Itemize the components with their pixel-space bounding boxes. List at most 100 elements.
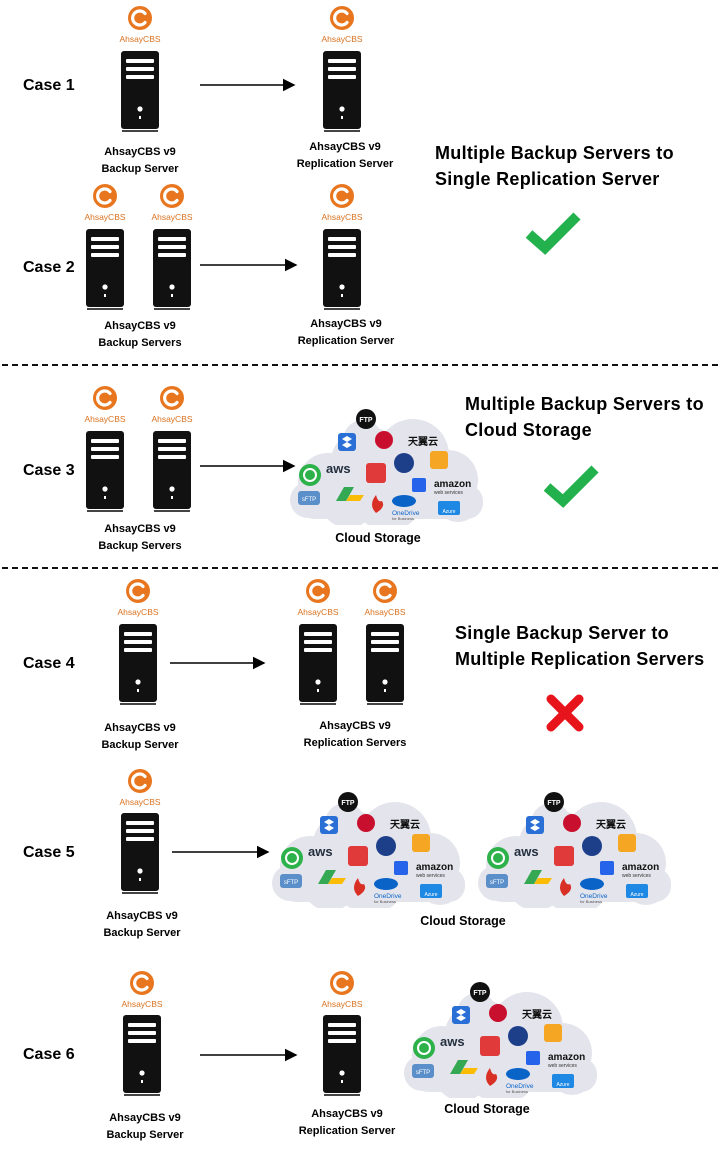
logo-text: AhsayCBS <box>84 414 126 424</box>
label-line: AhsayCBS v9 <box>109 1112 181 1124</box>
svg-text:amazon: amazon <box>622 862 659 873</box>
server-icon <box>152 228 192 310</box>
server-icon <box>322 1014 362 1096</box>
svg-text:Azure: Azure <box>630 892 643 898</box>
logo-text: AhsayCBS <box>119 34 161 44</box>
logo-text: AhsayCBS <box>117 607 159 617</box>
server-tower <box>153 229 191 310</box>
source-label: AhsayCBS v9 Backup Server <box>95 1110 195 1144</box>
server-icon <box>152 430 192 512</box>
server-tower <box>366 624 404 705</box>
svg-text:FTP: FTP <box>341 800 355 807</box>
server-tower <box>299 624 337 705</box>
ahsay-c-icon <box>306 579 330 603</box>
target-label: AhsayCBS v9 Replication Server <box>285 139 405 173</box>
ahsay-c-icon <box>160 386 184 410</box>
label-line: AhsayCBS v9 <box>104 722 176 734</box>
ahsaycbs-logo: AhsayCBS <box>320 5 364 47</box>
svg-text:OneDrive: OneDrive <box>374 893 402 900</box>
ahsaycbs-logo: AhsayCBS <box>116 578 160 620</box>
svg-text:amazon: amazon <box>548 1052 585 1063</box>
label-line: Backup Server <box>101 739 179 751</box>
heading-line: Multiple Backup Servers to <box>435 143 674 163</box>
ahsaycbs-logo: AhsayCBS <box>83 385 127 427</box>
svg-text:sFTP: sFTP <box>416 1070 430 1076</box>
logo-text: AhsayCBS <box>364 607 406 617</box>
ahsay-c-icon <box>330 184 354 208</box>
server-tower <box>121 51 159 132</box>
svg-text:FTP: FTP <box>359 417 373 424</box>
ahsay-c-icon <box>128 769 152 793</box>
logo-text: AhsayCBS <box>297 607 339 617</box>
label-line: AhsayCBS v9 <box>319 720 391 732</box>
heading-line: Single Replication Server <box>435 169 660 189</box>
label-line: Backup Server <box>106 1129 184 1141</box>
svg-text:aws: aws <box>514 844 539 859</box>
server-icon <box>322 228 362 310</box>
check-icon <box>525 212 581 255</box>
logo-text: AhsayCBS <box>84 212 126 222</box>
logo-text: AhsayCBS <box>151 212 193 222</box>
label-line: AhsayCBS v9 <box>311 1108 383 1120</box>
server-tower <box>123 1015 161 1096</box>
ahsay-c-icon <box>93 184 117 208</box>
svg-text:web services: web services <box>622 873 651 879</box>
svg-text:aws: aws <box>326 461 351 476</box>
cloud-storage-label: Cloud Storage <box>335 531 421 545</box>
svg-text:web services: web services <box>416 873 445 879</box>
ahsay-c-icon <box>128 6 152 30</box>
label-line: AhsayCBS v9 <box>310 318 382 330</box>
divider <box>2 364 718 366</box>
source-label: AhsayCBS v9 Backup Servers <box>90 318 190 352</box>
source-label: AhsayCBS v9 Backup Server <box>90 144 190 178</box>
server-tower <box>153 431 191 512</box>
svg-text:天翼云: 天翼云 <box>408 436 438 448</box>
server-icon <box>365 623 405 705</box>
label-line: AhsayCBS v9 <box>309 141 381 153</box>
ahsaycbs-logo: AhsayCBS <box>118 5 162 47</box>
source-label: AhsayCBS v9 Backup Server <box>90 720 190 754</box>
label-line: Replication Server <box>296 158 394 170</box>
divider <box>2 567 718 569</box>
source-label: AhsayCBS v9 Backup Server <box>92 908 192 942</box>
server-icon <box>122 1014 162 1096</box>
label-line: Replication Servers <box>303 737 407 749</box>
svg-text:aws: aws <box>440 1034 465 1049</box>
server-icon <box>118 623 158 705</box>
group-3-heading: Single Backup Server to Multiple Replica… <box>455 620 704 672</box>
label-line: Backup Servers <box>98 540 182 552</box>
svg-text:web services: web services <box>434 490 463 496</box>
logo-text: AhsayCBS <box>119 797 161 807</box>
ahsay-c-icon <box>330 6 354 30</box>
label-line: AhsayCBS v9 <box>104 146 176 158</box>
svg-text:Azure: Azure <box>556 1082 569 1088</box>
svg-text:amazon: amazon <box>434 479 471 490</box>
svg-text:FTP: FTP <box>547 800 561 807</box>
case-5-label: Case 5 <box>23 844 75 861</box>
server-tower <box>119 624 157 705</box>
case-1-label: Case 1 <box>23 77 75 94</box>
ahsay-c-icon <box>126 579 150 603</box>
svg-text:OneDrive: OneDrive <box>580 893 608 900</box>
logo-text: AhsayCBS <box>321 212 363 222</box>
logo-text: AhsayCBS <box>321 999 363 1009</box>
server-tower <box>86 431 124 512</box>
svg-text:Azure: Azure <box>424 892 437 898</box>
ahsay-c-icon <box>130 971 154 995</box>
case-2-label: Case 2 <box>23 259 75 276</box>
ahsaycbs-logo: AhsayCBS <box>120 970 164 1012</box>
ahsaycbs-logo: AhsayCBS <box>83 183 127 225</box>
svg-text:FTP: FTP <box>473 990 487 997</box>
group-2-heading: Multiple Backup Servers to Cloud Storage <box>465 391 704 443</box>
source-label: AhsayCBS v9 Backup Servers <box>90 521 190 555</box>
svg-text:Azure: Azure <box>442 509 455 515</box>
server-icon <box>85 430 125 512</box>
label-line: AhsayCBS v9 <box>104 523 176 535</box>
label-line: Backup Servers <box>98 337 182 349</box>
server-icon <box>322 50 362 132</box>
